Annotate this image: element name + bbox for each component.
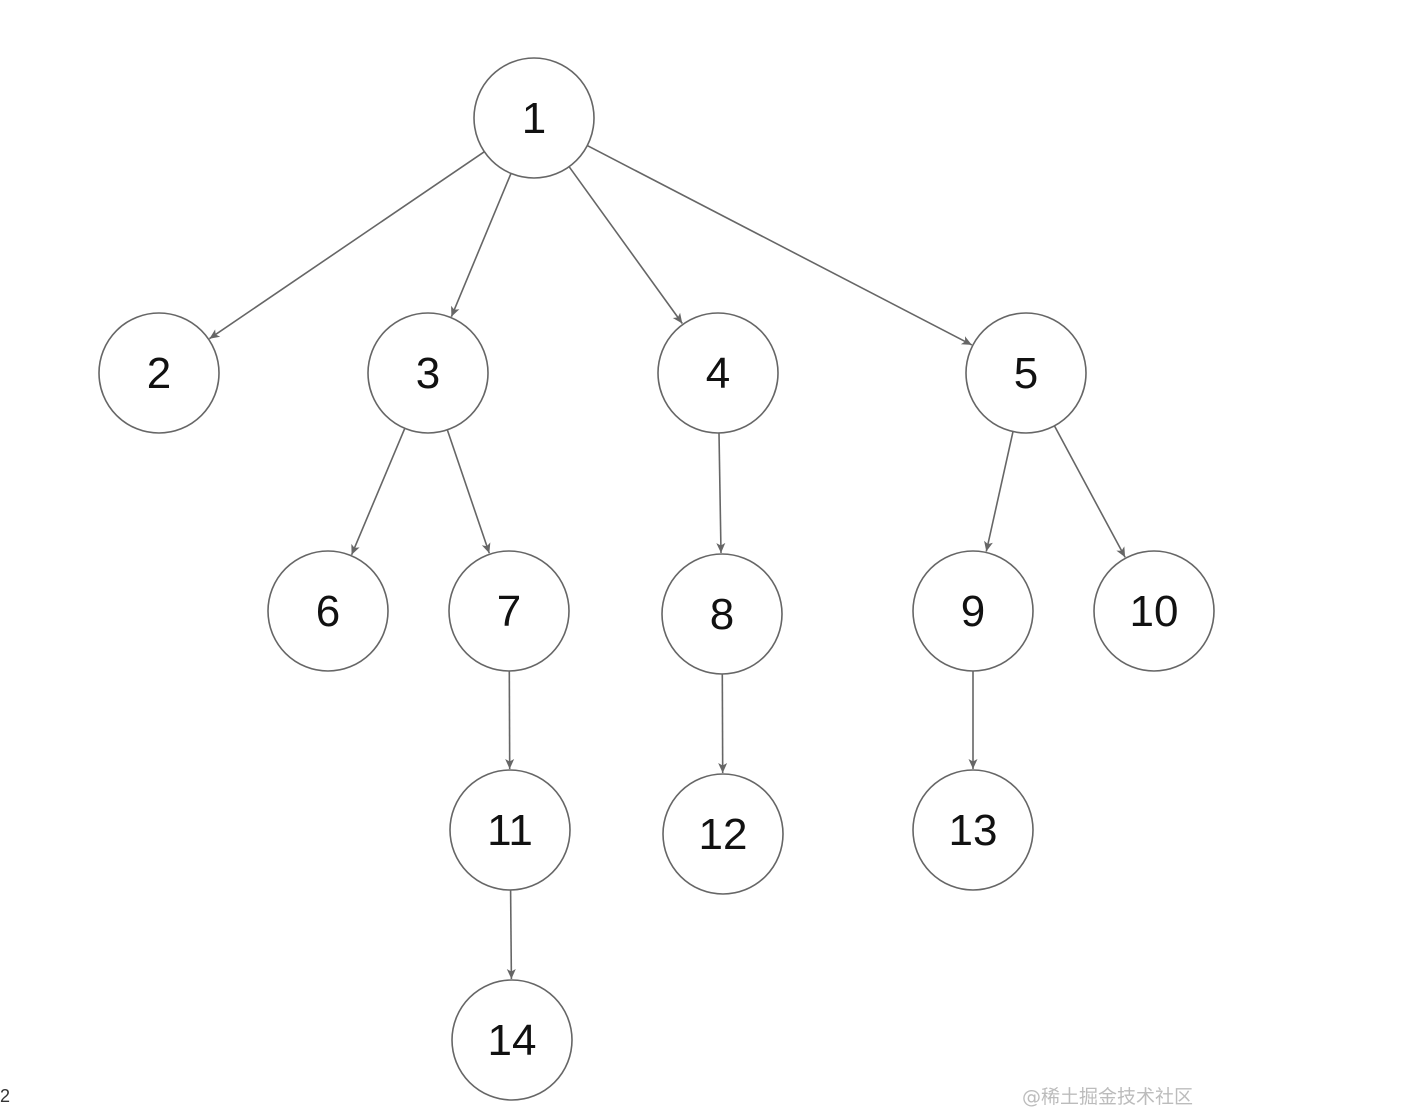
node-11: 11: [450, 770, 570, 890]
node-2: 2: [99, 313, 219, 433]
node-label-14: 14: [488, 1016, 537, 1065]
edge-1-to-3: [451, 173, 511, 316]
node-1: 1: [474, 58, 594, 178]
node-label-4: 4: [706, 349, 730, 398]
watermark: @稀土掘金技术社区: [1022, 1082, 1193, 1109]
node-3: 3: [368, 313, 488, 433]
node-label-2: 2: [147, 349, 171, 398]
node-label-13: 13: [949, 806, 998, 855]
edge-4-to-8: [719, 433, 721, 553]
node-6: 6: [268, 551, 388, 671]
node-13: 13: [913, 770, 1033, 890]
node-4: 4: [658, 313, 778, 433]
node-7: 7: [449, 551, 569, 671]
edge-5-to-9: [986, 432, 1013, 552]
edge-1-to-2: [209, 152, 484, 339]
node-label-6: 6: [316, 587, 340, 636]
node-label-9: 9: [961, 587, 985, 636]
node-14: 14: [452, 980, 572, 1100]
node-5: 5: [966, 313, 1086, 433]
corner-mark: 2: [0, 1086, 10, 1107]
node-label-1: 1: [522, 94, 546, 143]
node-label-10: 10: [1130, 587, 1179, 636]
edge-5-to-10: [1054, 426, 1125, 558]
edge-11-to-14: [511, 890, 512, 979]
node-label-12: 12: [699, 810, 748, 859]
node-label-8: 8: [710, 590, 734, 639]
node-9: 9: [913, 551, 1033, 671]
edge-3-to-7: [447, 430, 489, 554]
node-label-7: 7: [497, 587, 521, 636]
node-12: 12: [663, 774, 783, 894]
edge-1-to-4: [569, 167, 682, 324]
node-label-3: 3: [416, 349, 440, 398]
node-label-11: 11: [487, 806, 533, 855]
node-label-5: 5: [1014, 349, 1038, 398]
node-8: 8: [662, 554, 782, 674]
edge-1-to-5: [587, 146, 972, 345]
node-10: 10: [1094, 551, 1214, 671]
edge-3-to-6: [352, 428, 405, 555]
